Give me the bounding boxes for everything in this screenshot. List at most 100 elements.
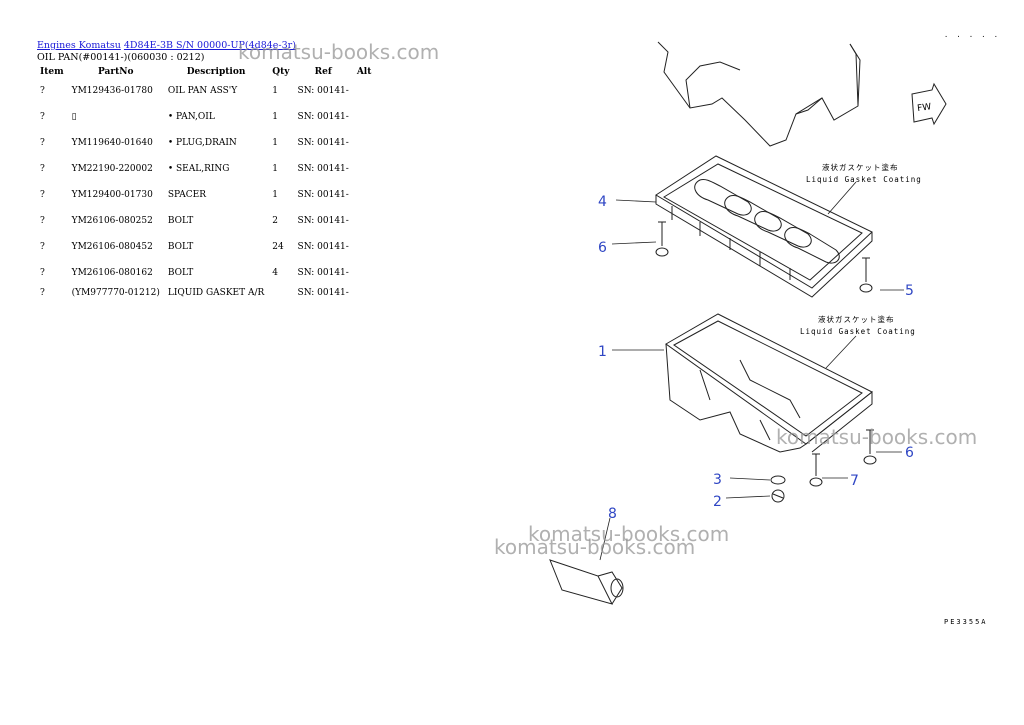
callout-6-right: 6	[905, 445, 914, 461]
table-row: ? (YM977770-01212) LIQUID GASKET A/R SN:…	[36, 286, 375, 300]
callout-8: 8	[608, 506, 617, 522]
cell-alt	[353, 156, 376, 182]
parts-drawing: 液状ガスケット塗布 Liquid Gasket Coating 液状ガスケット塗…	[549, 41, 947, 605]
corner-mark: · · · · ·	[944, 33, 1000, 41]
drain-plug	[771, 489, 785, 503]
bolt-7	[809, 453, 823, 487]
callout-4: 4	[598, 194, 607, 210]
table-row: ? YM22190-220002 • SEAL,RING 1 SN: 00141…	[36, 156, 375, 182]
cell-item: ?	[40, 138, 45, 148]
seal-ring	[770, 475, 786, 485]
cell-item: ?	[40, 164, 45, 174]
cell-description: OIL PAN ASS'Y	[167, 86, 238, 96]
cell-qty: 4	[272, 268, 279, 278]
cell-qty: 1	[272, 112, 279, 122]
callout-7: 7	[850, 473, 859, 489]
cell-description: • SEAL,RING	[167, 164, 230, 174]
callout-1: 1	[598, 344, 607, 360]
cell-item: ?	[40, 242, 45, 252]
bolt-6-right	[863, 429, 877, 465]
callout-6-left: 6	[598, 240, 607, 256]
cell-alt	[353, 260, 376, 286]
cell-partno: YM22190-220002	[71, 164, 153, 174]
cell-partno: YM26106-080252	[71, 216, 153, 226]
cell-partno: ▯	[71, 112, 77, 122]
breadcrumb-link-model[interactable]: 4D84E-3B S/N 00000-UP(4d84e-3r)	[123, 40, 296, 51]
cell-ref: SN: 00141-	[297, 190, 349, 200]
cell-description: BOLT	[167, 242, 194, 252]
cell-partno: YM129436-01780	[71, 86, 153, 96]
col-item: Item	[40, 67, 64, 77]
cell-qty: 1	[272, 164, 279, 174]
cell-qty: 1	[272, 86, 279, 96]
cell-ref: SN: 00141-	[297, 216, 349, 226]
cell-item: ?	[40, 268, 45, 278]
callout-3: 3	[713, 472, 722, 488]
fwd-label: FW	[917, 102, 932, 114]
note-en-upper: Liquid Gasket Coating	[806, 175, 922, 184]
callout-2: 2	[713, 494, 722, 510]
cell-item: ?	[40, 112, 45, 122]
liquid-gasket-tube	[549, 559, 624, 605]
cell-ref: SN: 00141-	[297, 268, 349, 278]
note-jp-upper: 液状ガスケット塗布	[822, 162, 899, 172]
cell-qty: 1	[272, 138, 279, 148]
table-header-row: Item PartNo Description Qty Ref Alt	[36, 64, 375, 78]
cell-partno: YM119640-01640	[71, 138, 153, 148]
cell-partno: YM129400-01730	[71, 190, 153, 200]
cell-description: • PLUG,DRAIN	[167, 138, 237, 148]
table-row: ? YM26106-080162 BOLT 4 SN: 00141-	[36, 260, 375, 286]
col-qty: Qty	[272, 67, 290, 77]
table-row: ? YM129400-01730 SPACER 1 SN: 00141-	[36, 182, 375, 208]
col-partno: PartNo	[97, 67, 134, 77]
table-row: ? YM26106-080252 BOLT 2 SN: 00141-	[36, 208, 375, 234]
cell-ref: SN: 00141-	[297, 164, 349, 174]
col-ref: Ref	[314, 67, 332, 77]
cell-description: • PAN,OIL	[167, 112, 215, 122]
table-row: ? YM119640-01640 • PLUG,DRAIN 1 SN: 0014…	[36, 130, 375, 156]
cell-description: BOLT	[167, 216, 194, 226]
cell-qty	[268, 286, 293, 300]
page-title: OIL PAN(#00141-)(060030 : 0212)	[37, 52, 205, 63]
cell-alt	[353, 78, 376, 104]
spacer-plate	[655, 155, 873, 298]
table-row: ? YM26106-080452 BOLT 24 SN: 00141-	[36, 234, 375, 260]
cell-ref: SN: 00141-	[297, 288, 349, 298]
cell-description: BOLT	[167, 268, 194, 278]
oil-pan	[665, 313, 873, 453]
callout-5: 5	[905, 283, 914, 299]
cell-qty: 1	[272, 190, 279, 200]
cell-ref: SN: 00141-	[297, 86, 349, 96]
breadcrumb-link-engines[interactable]: Engines Komatsu	[37, 40, 121, 51]
bolt-5	[859, 257, 873, 293]
cell-alt	[353, 182, 376, 208]
cell-description: SPACER	[167, 190, 206, 200]
cell-item: ?	[40, 190, 45, 200]
cell-alt	[353, 208, 376, 234]
fwd-arrow-icon	[911, 82, 947, 126]
col-description: Description	[186, 67, 246, 77]
cell-description: LIQUID GASKET A/R	[167, 288, 265, 298]
cell-qty: 24	[272, 242, 284, 252]
cell-ref: SN: 00141-	[297, 112, 349, 122]
bolt-6-left	[655, 221, 669, 257]
cell-alt	[353, 234, 376, 260]
cell-ref: SN: 00141-	[297, 138, 349, 148]
table-row: ? YM129436-01780 OIL PAN ASS'Y 1 SN: 001…	[36, 78, 375, 104]
cell-item: ?	[40, 86, 45, 96]
cell-ref: SN: 00141-	[297, 242, 349, 252]
breadcrumb: Engines Komatsu 4D84E-3B S/N 00000-UP(4d…	[37, 40, 296, 51]
note-en-lower: Liquid Gasket Coating	[800, 327, 916, 336]
figure-code: PE3355A	[944, 618, 988, 626]
cell-alt	[353, 130, 376, 156]
cell-item: ?	[40, 288, 45, 298]
cell-partno: YM26106-080162	[71, 268, 153, 278]
cell-partno: YM26106-080452	[71, 242, 153, 252]
table-row: ? ▯ • PAN,OIL 1 SN: 00141-	[36, 104, 375, 130]
engine-block-outline	[657, 41, 861, 147]
cell-alt	[353, 104, 376, 130]
cell-qty: 2	[272, 216, 279, 226]
cell-partno: (YM977770-01212)	[71, 288, 160, 298]
cell-item: ?	[40, 216, 45, 226]
leader-lines	[599, 181, 904, 561]
